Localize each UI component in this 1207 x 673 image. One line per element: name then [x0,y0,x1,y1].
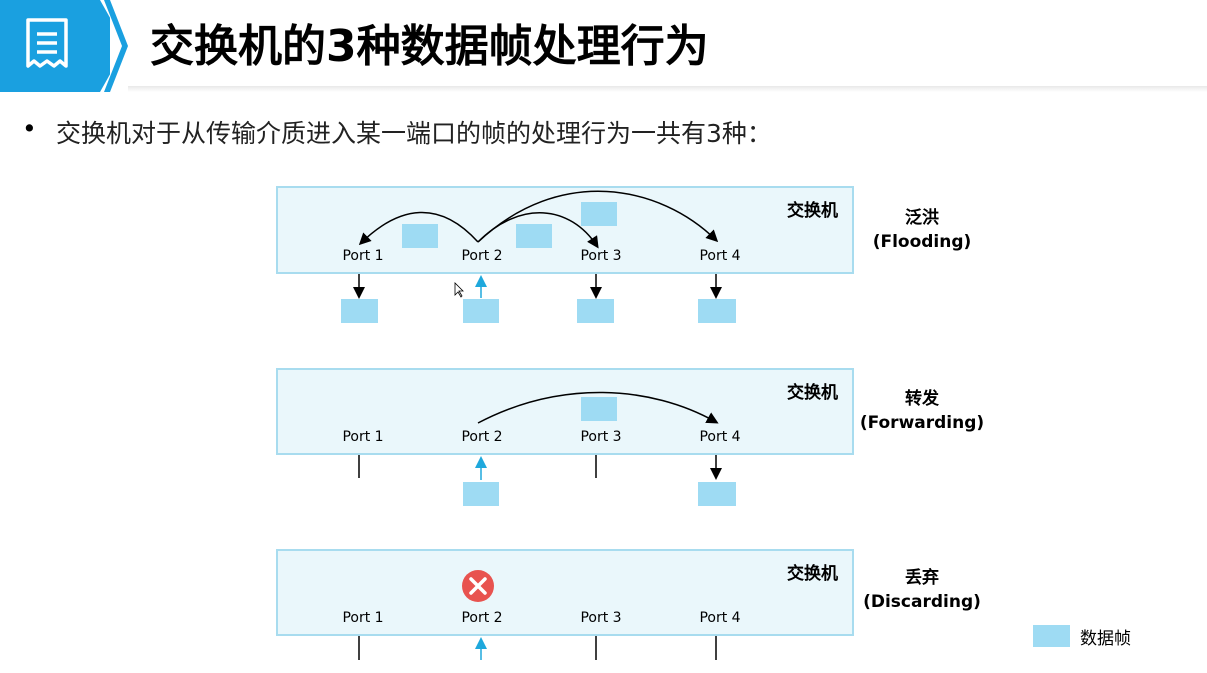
intro-text: 交换机对于从传输介质进入某一端口的帧的处理行为一共有3种： [56,119,772,148]
behavior-name-en: (Flooding) [872,232,972,252]
behavior-name-en: (Discarding) [863,592,981,612]
port-label-3: Port 3 [580,429,622,445]
port-label-4: Port 4 [699,248,741,264]
data-frame [577,299,614,323]
data-frame [516,224,552,248]
data-frame [581,202,617,226]
switch-box-forwarding: 交换机 [276,368,854,455]
port-label-1: Port 1 [342,248,384,264]
bullet-marker: • [22,114,37,143]
switch-label: 交换机 [787,383,838,403]
data-frame [463,299,499,323]
flood-arc-port3 [477,212,599,249]
flood-arc-port1 [358,211,479,246]
behavior-name-en: (Forwarding) [859,413,985,433]
x-circle-icon [462,570,494,602]
switch-box-discarding: 交换机 [276,549,854,636]
port-label-2: Port 2 [461,248,503,264]
document-icon [26,18,68,68]
port-label-2: Port 2 [461,429,503,445]
legend-label: 数据帧 [1080,629,1131,649]
data-frame [581,397,617,421]
data-frame [698,482,736,506]
port-label-2: Port 2 [461,610,503,626]
legend-frame-swatch [1033,625,1070,647]
header-bar [0,0,1207,92]
data-frame [463,482,499,506]
mouse-cursor [454,282,464,298]
forward-arc-port4 [477,391,719,424]
page-title: 交换机的3种数据帧处理行为 [150,21,709,72]
behavior-label-discarding: 丢弃 (Discarding) [852,566,992,614]
header-divider [128,86,1207,92]
behavior-name: 转发 [905,389,939,409]
switch-label: 交换机 [787,564,838,584]
port-label-4: Port 4 [699,429,741,445]
switch-box-flooding: 交换机 [276,186,854,274]
port-label-1: Port 1 [342,610,384,626]
data-frame [698,299,736,323]
behavior-name: 丢弃 [905,568,939,588]
port-label-1: Port 1 [342,429,384,445]
switch-label: 交换机 [787,201,838,221]
behavior-label-flooding: 泛洪 (Flooding) [852,206,992,254]
behavior-name: 泛洪 [905,208,939,228]
port-label-3: Port 3 [580,610,622,626]
flood-arc-port4 [477,190,719,243]
behavior-label-forwarding: 转发 (Forwarding) [852,387,992,435]
data-frame [341,299,378,323]
header-accent [0,0,110,92]
data-frame [402,224,438,248]
port-label-4: Port 4 [699,610,741,626]
port-label-3: Port 3 [580,248,622,264]
